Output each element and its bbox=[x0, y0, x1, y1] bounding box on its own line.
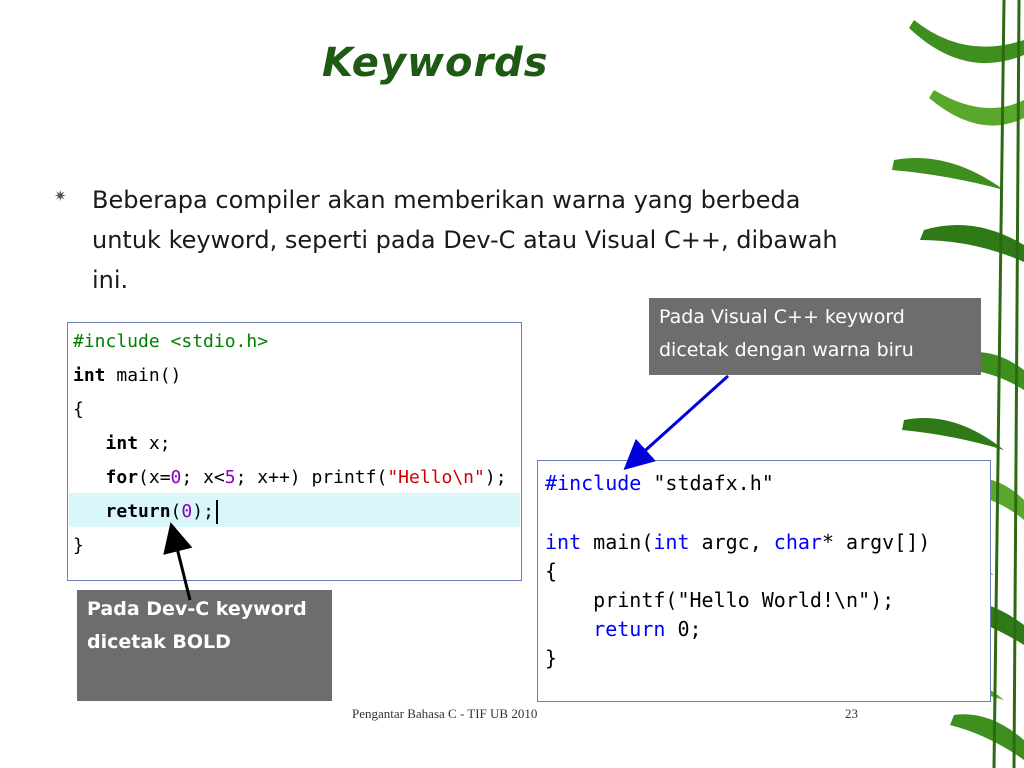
slide-title: Keywords bbox=[322, 40, 549, 86]
code-line-main: int main() bbox=[73, 365, 182, 386]
asterisk-bullet-icon: ✷ bbox=[54, 187, 67, 205]
devc-note: Pada Dev-C keyword dicetak BOLD bbox=[77, 590, 332, 701]
vc-line-return: return 0; bbox=[593, 617, 702, 641]
highlighted-line bbox=[69, 493, 520, 527]
code-line-close-brace: } bbox=[73, 535, 84, 556]
vc-line-main: int main(int argc, char* argv[]) bbox=[545, 530, 931, 554]
code-line-include: #include <stdio.h> bbox=[73, 331, 269, 352]
vc-line-printf: printf("Hello World!\n"); bbox=[593, 588, 895, 612]
code-line-open-brace: { bbox=[73, 399, 84, 420]
code-line-int-decl: int x; bbox=[105, 433, 171, 454]
page-number: 23 bbox=[845, 706, 858, 721]
devc-code-snippet: #include <stdio.h> int main() { int x; f… bbox=[67, 322, 522, 581]
code-line-return: return(0); bbox=[73, 495, 218, 529]
vc-line-open-brace: { bbox=[545, 559, 558, 583]
arrow-icon bbox=[623, 374, 730, 471]
code-line-for: for(x=0; x<5; x++) printf("Hello\n"); bbox=[105, 467, 507, 488]
vc-line-include: #include "stdafx.h" bbox=[545, 471, 774, 495]
text-caret bbox=[215, 500, 218, 524]
footer-text: Pengantar Bahasa C - TIF UB 2010 bbox=[352, 706, 538, 721]
bullet-text: Beberapa compiler akan memberikan warna … bbox=[92, 186, 838, 294]
visual-cpp-note: Pada Visual C++ keyword dicetak dengan w… bbox=[649, 298, 981, 375]
vc-line-close-brace: } bbox=[545, 646, 558, 670]
visual-cpp-code-snippet: #include "stdafx.h" int main(int argc, c… bbox=[537, 460, 991, 702]
